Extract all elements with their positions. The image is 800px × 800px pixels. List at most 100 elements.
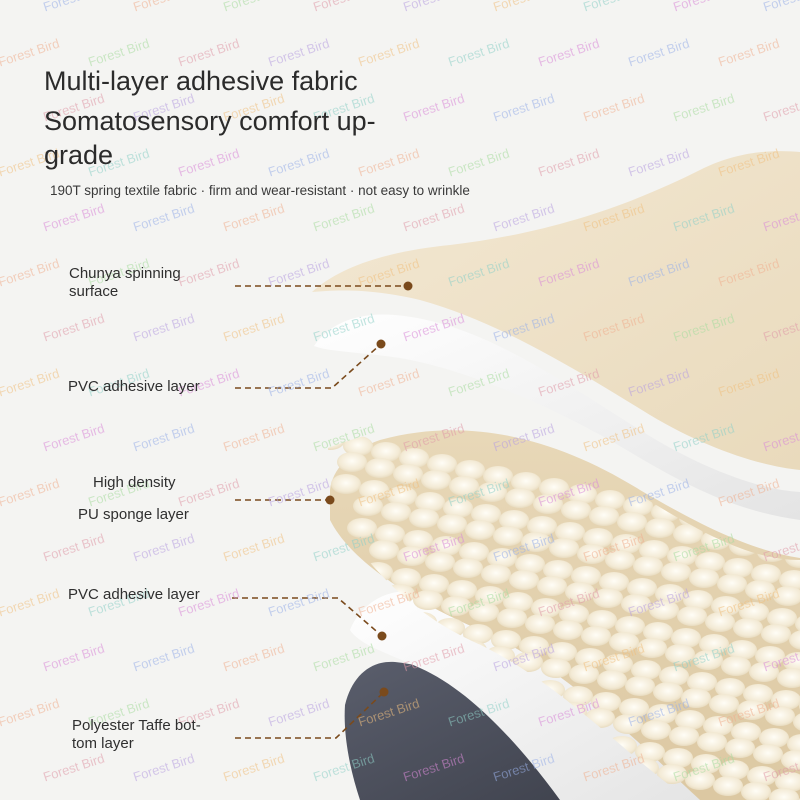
sponge-bump — [767, 608, 797, 628]
callout-polyester-bottom-dot — [379, 687, 389, 697]
sponge-bump — [503, 592, 533, 612]
sponge-bump — [713, 776, 743, 796]
sponge-bump — [755, 646, 785, 666]
sponge-bump — [359, 480, 389, 500]
label-pvc-adhesive-upper: PVC adhesive layer — [68, 378, 200, 395]
sponge-bump — [427, 454, 457, 474]
sponge-bump — [505, 488, 535, 508]
sponge-bump — [371, 442, 401, 462]
sponge-bump — [735, 520, 765, 540]
sponge-bump — [561, 500, 591, 520]
sponge-bump — [659, 666, 689, 686]
sponge-bump — [571, 566, 601, 586]
sponge-bump — [783, 652, 800, 672]
sponge-bump — [683, 590, 713, 610]
sponge-bump — [521, 532, 551, 552]
sponge-bump — [763, 526, 793, 546]
callout-sponge-dot — [325, 495, 335, 505]
sponge-bump — [649, 600, 679, 620]
sponge-bump — [673, 524, 703, 544]
callout-pvc-upper-line — [235, 343, 382, 389]
sponge-bump — [328, 430, 345, 450]
sponge-bump — [431, 536, 461, 556]
sponge-bump — [425, 552, 455, 572]
sponge-bump — [483, 466, 513, 486]
sponge-bump — [375, 524, 405, 544]
sponge-bump — [525, 614, 555, 634]
sponge-bump — [527, 516, 557, 536]
sponge-bump — [613, 714, 643, 734]
sponge-bump — [751, 564, 781, 584]
sponge-bump — [697, 732, 727, 752]
sponge-bump — [681, 688, 711, 708]
sponge-bump — [653, 682, 683, 702]
sponge-bump — [773, 586, 800, 606]
sponge-bump — [575, 648, 605, 668]
sponge-bump — [753, 744, 783, 764]
sponge-bump — [447, 580, 477, 600]
sponge-bump — [703, 716, 733, 736]
sponge-bump — [567, 484, 597, 504]
sponge-bump — [603, 654, 633, 674]
sponge-bump — [671, 628, 701, 648]
sponge-bump — [765, 706, 795, 726]
sponge-bump — [415, 492, 445, 512]
sponge-bump — [787, 734, 800, 754]
sponge-bump — [587, 610, 617, 630]
sponge-bump — [677, 606, 707, 626]
sponge-bump — [635, 742, 665, 762]
sponge-bump — [593, 588, 623, 608]
sponge-bump — [393, 464, 423, 484]
sponge-bump — [537, 576, 567, 596]
sponge-bump — [369, 540, 399, 560]
sponge-bump — [721, 656, 751, 676]
sponge-bump — [381, 502, 411, 522]
sponge-bump — [733, 618, 763, 638]
label-sponge-line2: PU sponge layer — [78, 506, 189, 523]
sponge-bump — [597, 670, 627, 690]
sponge-bump — [699, 634, 729, 654]
label-chunya-surface: Chunya spinning surface — [69, 265, 181, 300]
sponge-bump — [539, 478, 569, 498]
sponge-bump — [565, 582, 595, 602]
subtitle: 190T spring textile fabric · firm and we… — [50, 183, 470, 198]
sponge-bump — [621, 594, 651, 614]
sponge-bump — [591, 692, 621, 712]
sponge-bump — [645, 518, 675, 538]
sponge-bump — [455, 460, 485, 480]
sponge-bump — [533, 494, 563, 514]
sponge-bump — [789, 630, 800, 650]
sponge-bump — [481, 564, 511, 584]
sponge-bump — [663, 748, 693, 768]
sponge-bump — [569, 664, 599, 684]
sponge-bump — [691, 754, 721, 774]
sponge-bump — [509, 570, 539, 590]
sponge-bump — [769, 788, 799, 800]
sponge-bump — [745, 580, 775, 600]
sponge-bump — [723, 558, 753, 578]
sponge-bump — [725, 738, 755, 758]
sponge-bump — [465, 520, 495, 540]
sponge-bump — [609, 632, 639, 652]
sponge-bump — [337, 452, 367, 472]
sponge-bump — [577, 544, 607, 564]
sponge-bump — [719, 760, 749, 780]
sponge-bump — [365, 458, 395, 478]
sponge-bump — [619, 698, 649, 718]
sponge-bump — [695, 552, 725, 572]
sponge-bump — [715, 678, 745, 698]
callout-pvc-lower-line — [232, 597, 383, 637]
sponge-bump — [737, 700, 767, 720]
sponge-bump — [559, 604, 589, 624]
sponge-bump — [759, 728, 789, 748]
sponge-bump — [343, 436, 373, 456]
sponge-bump — [615, 616, 645, 636]
sponge-bump — [347, 518, 377, 538]
label-pvc-adhesive-lower: PVC adhesive layer — [68, 586, 200, 603]
chunya-spinning-surface — [312, 151, 800, 471]
callout-pvc-upper-dot — [376, 339, 386, 349]
sponge-bump — [453, 558, 483, 578]
sponge-bump — [493, 526, 523, 546]
sponge-bump — [637, 638, 667, 658]
